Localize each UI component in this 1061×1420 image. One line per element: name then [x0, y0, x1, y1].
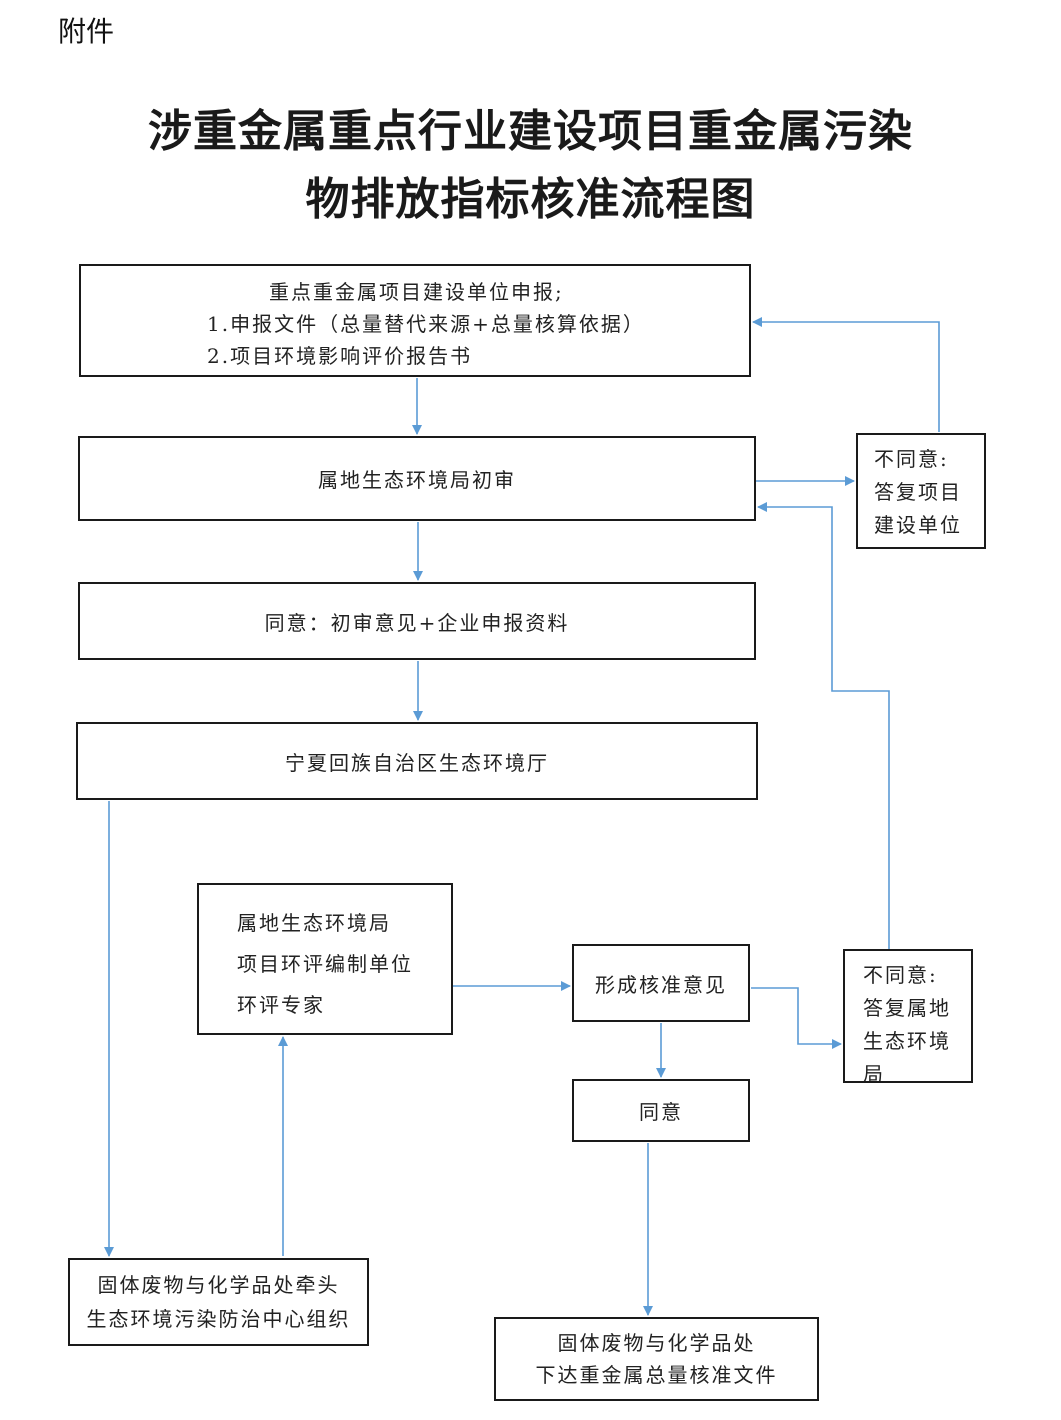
node-issue-doc-line2: 下达重金属总量核准文件	[535, 1363, 778, 1387]
arrow-disagree-unit-to-application	[752, 317, 940, 432]
node-reviewers-line3: 环评专家	[237, 993, 325, 1017]
node-disagree-local-line4: 局	[863, 1062, 885, 1083]
node-reviewers-line2: 项目环评编制单位	[237, 952, 413, 976]
node-agree-text: 同意	[639, 1100, 683, 1124]
arrow-disagree-local-to-review	[757, 502, 890, 949]
node-disagree-local-line1: 不同意:	[863, 963, 938, 987]
node-issue-doc: 固体废物与化学品处 下达重金属总量核准文件	[494, 1317, 819, 1401]
node-application-line2: 1.申报文件（总量替代来源+总量核算依据）	[207, 312, 645, 336]
node-issue-doc-line1: 固体废物与化学品处	[557, 1331, 756, 1355]
node-agree: 同意	[572, 1079, 750, 1142]
node-disagree-local-line2: 答复属地	[863, 996, 951, 1020]
node-agree-submit-text: 同意：初审意见+企业申报资料	[264, 610, 570, 635]
node-disagree-local-line3: 生态环境	[863, 1029, 951, 1053]
node-application-line1: 重点重金属项目建设单位申报;	[269, 280, 564, 304]
node-disagree-unit-line3: 建设单位	[874, 513, 962, 537]
arrow-opinion-to-disagree-local	[751, 987, 842, 1049]
node-provincial-dept-text: 宁夏回族自治区生态环境厅	[285, 750, 549, 775]
attachment-label: 附件	[58, 15, 115, 48]
node-lead-office-line1: 固体废物与化学品处牵头	[97, 1273, 340, 1297]
node-agree-submit: 同意：初审意见+企业申报资料	[78, 582, 756, 660]
node-disagree-unit-line2: 答复项目	[874, 480, 962, 504]
node-application: 重点重金属项目建设单位申报; 1.申报文件（总量替代来源+总量核算依据） 2.项…	[79, 264, 751, 377]
node-form-opinion: 形成核准意见	[572, 944, 750, 1022]
node-disagree-unit: 不同意: 答复项目 建设单位	[856, 433, 986, 549]
page-title-line2: 物排放指标核准流程图	[305, 174, 756, 225]
node-provincial-dept: 宁夏回族自治区生态环境厅	[76, 722, 758, 800]
node-initial-review: 属地生态环境局初审	[78, 436, 756, 521]
node-lead-office: 固体废物与化学品处牵头 生态环境污染防治中心组织	[68, 1258, 369, 1346]
node-reviewers: 属地生态环境局 项目环评编制单位 环评专家	[197, 883, 453, 1035]
node-disagree-unit-line1: 不同意:	[874, 447, 949, 471]
node-form-opinion-text: 形成核准意见	[595, 972, 727, 997]
node-reviewers-line1: 属地生态环境局	[237, 911, 391, 935]
page-title-line1: 涉重金属重点行业建设项目重金属污染	[148, 106, 913, 157]
node-lead-office-line2: 生态环境污染防治中心组织	[86, 1307, 351, 1331]
node-application-line3: 2.项目环境影响评价报告书	[207, 344, 473, 368]
node-initial-review-text: 属地生态环境局初审	[318, 468, 516, 492]
node-disagree-local: 不同意: 答复属地 生态环境 局	[843, 949, 973, 1083]
